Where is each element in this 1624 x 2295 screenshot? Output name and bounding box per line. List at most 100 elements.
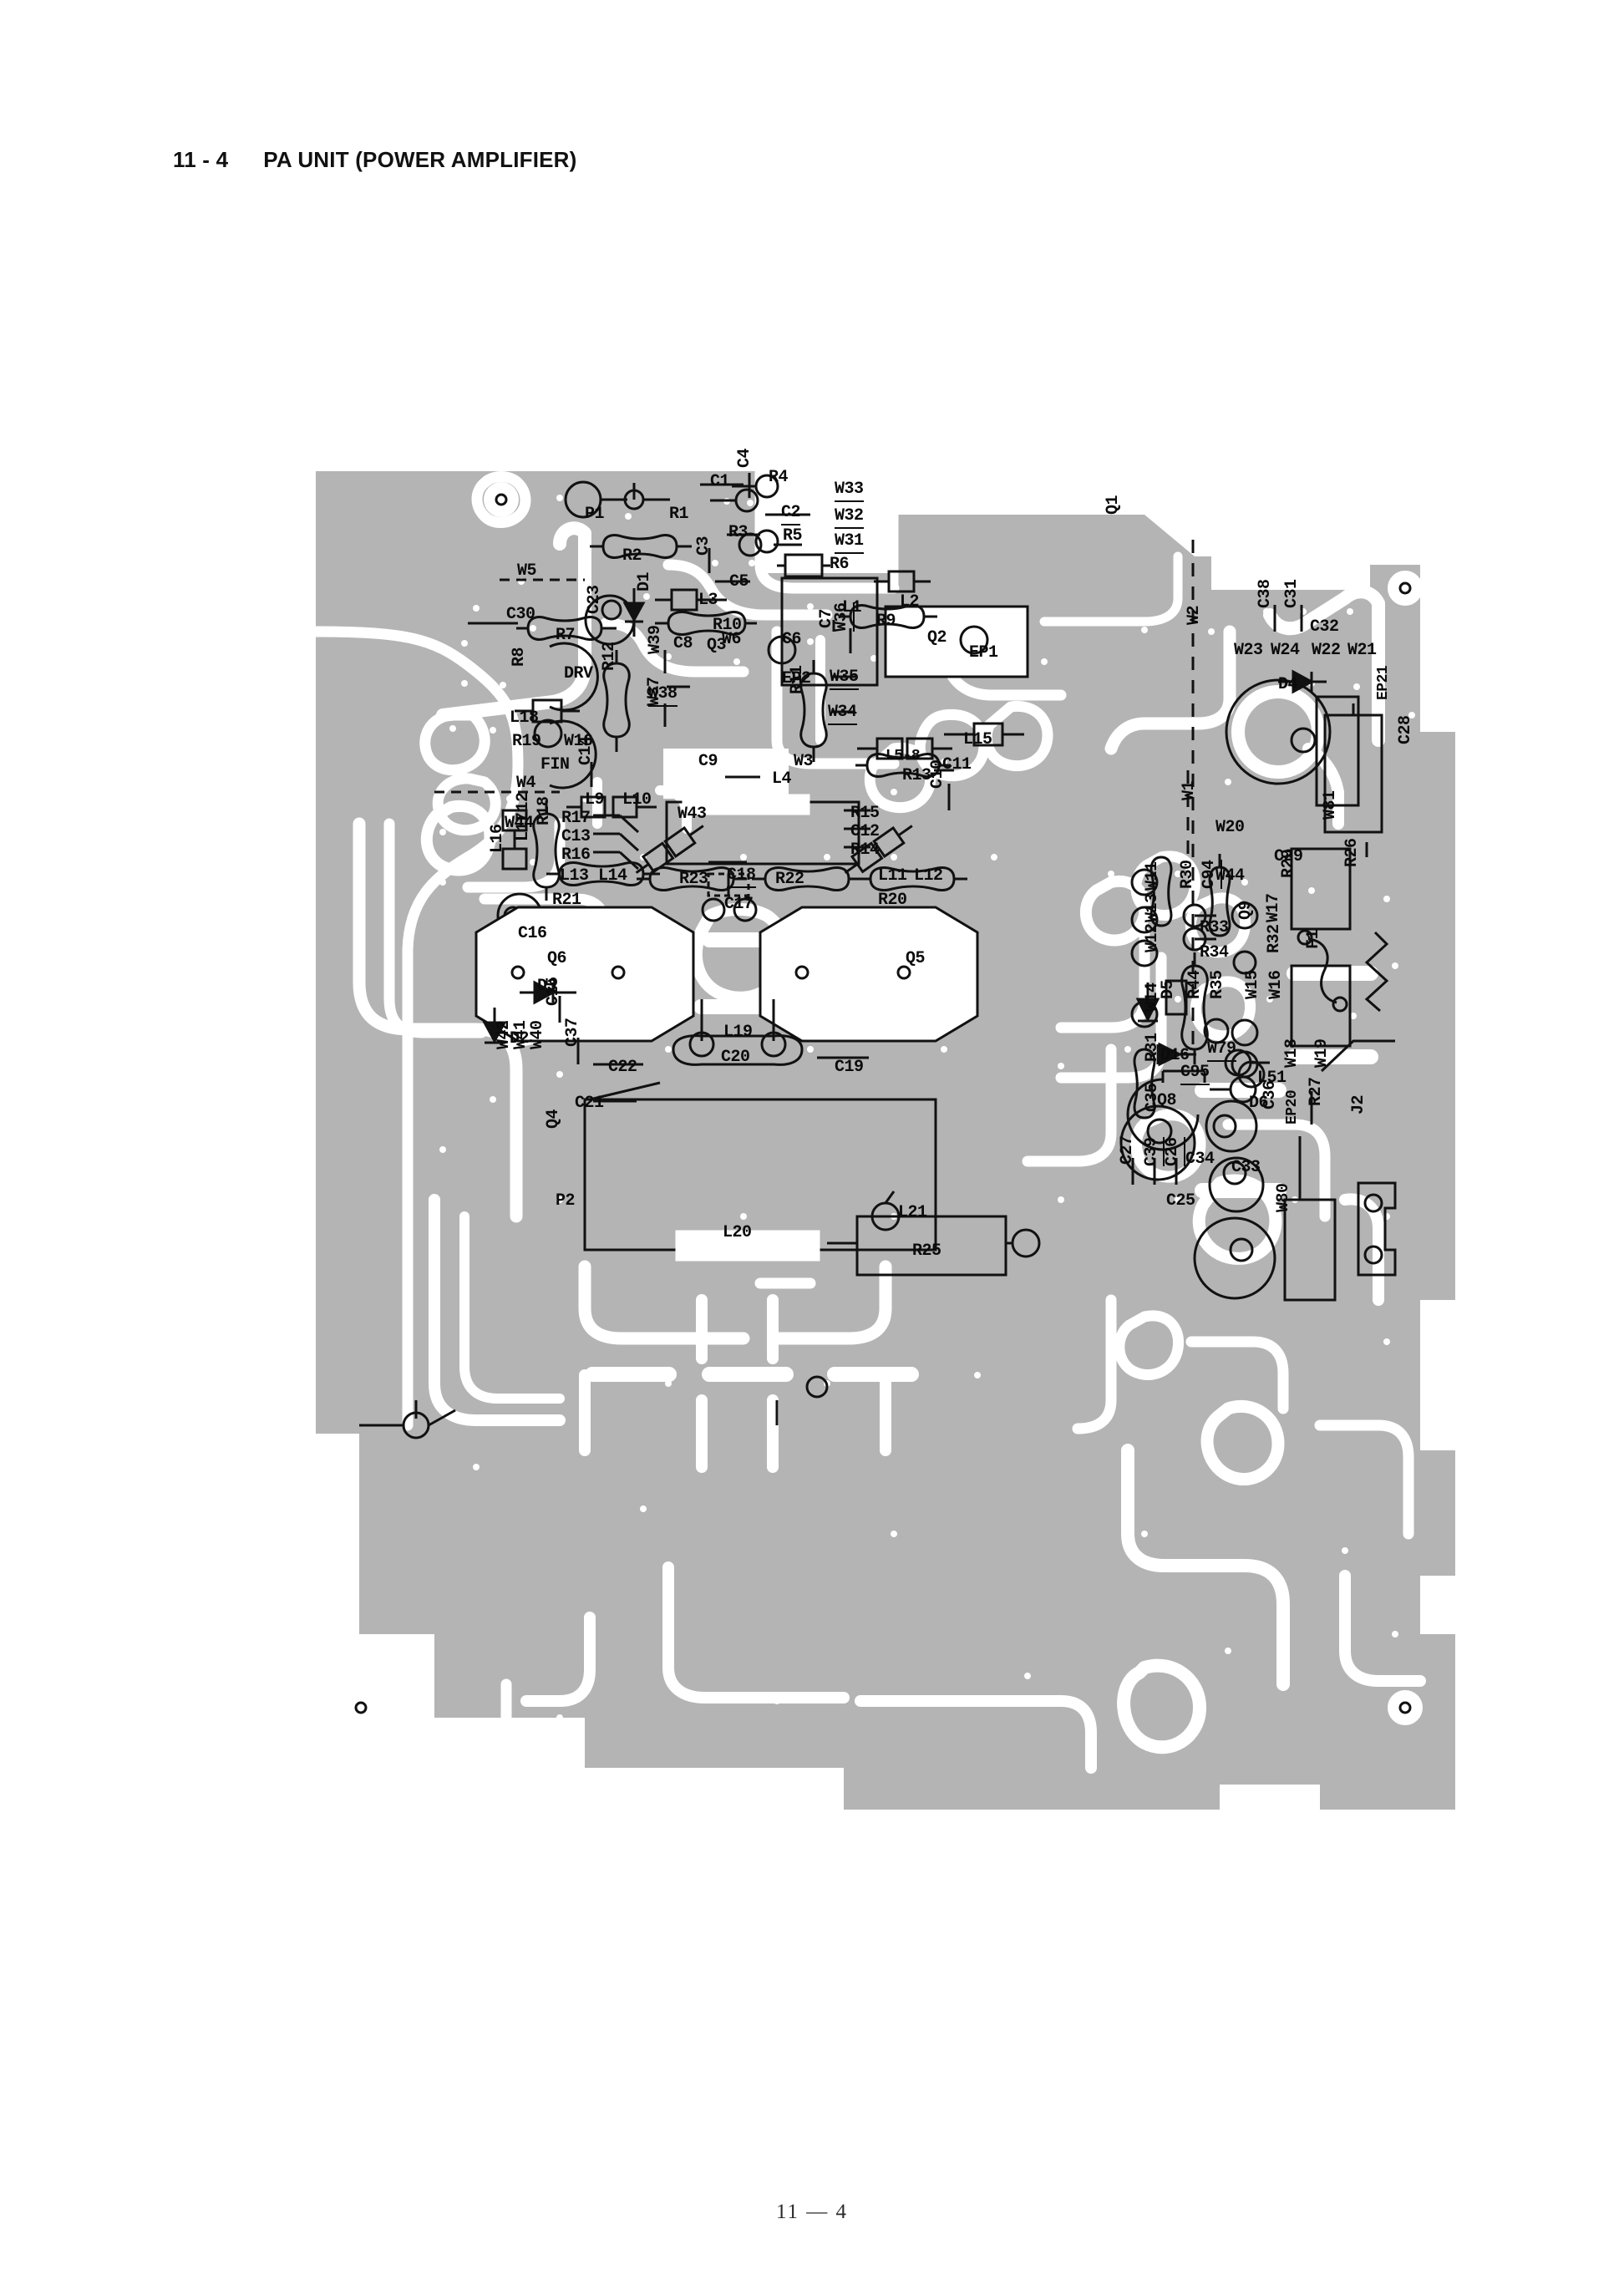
ref-designator-p1: P1 xyxy=(585,505,605,524)
ref-designator-r33: R33 xyxy=(1200,918,1229,937)
ref-designator-label: C39 xyxy=(1142,1137,1165,1166)
ref-designator-c8: C8 xyxy=(673,634,693,653)
ref-designator-r14: R14 xyxy=(850,840,880,860)
ref-designator-p2: P2 xyxy=(556,1191,576,1211)
ref-designator-r19: R19 xyxy=(512,732,541,751)
ref-designator-c39: C39 xyxy=(1142,1137,1165,1166)
ref-designator-c4: C4 xyxy=(735,448,754,468)
ref-designator-label: W35 xyxy=(830,668,859,690)
ref-designator-c94: C94 xyxy=(1200,860,1222,889)
section-title: PA UNIT (POWER AMPLIFIER) xyxy=(263,147,577,172)
ref-designator-r13: R13 xyxy=(902,766,931,785)
ref-designator-r2: R2 xyxy=(622,546,642,566)
ref-designator-q8: Q8 xyxy=(1157,1091,1177,1110)
ref-designator-l2: L2 xyxy=(900,592,920,612)
ref-designator-w44: W44 xyxy=(1215,866,1245,886)
ref-designator-ep1: EP1 xyxy=(969,643,998,663)
ref-designator-w23: W23 xyxy=(1234,641,1263,660)
ref-designator-w40: W40 xyxy=(528,1020,547,1049)
ref-designator-c13: C13 xyxy=(561,827,591,846)
ref-designator-w22: W22 xyxy=(1312,641,1341,660)
ref-designator-c10: C10 xyxy=(928,759,947,789)
ref-designator-w20: W20 xyxy=(1215,818,1245,837)
ref-designator-q1: Q1 xyxy=(1104,495,1123,515)
ref-designator-c18: C18 xyxy=(727,866,756,888)
ref-designator-w33: W33 xyxy=(835,480,864,502)
ref-designator-c22: C22 xyxy=(608,1058,637,1077)
ref-designator-l13: L13 xyxy=(560,866,589,886)
ref-designator-label: C18 xyxy=(727,866,756,888)
ref-designator-w3: W3 xyxy=(794,752,814,771)
component-outlines xyxy=(343,473,1423,1725)
ref-designator-c28: C28 xyxy=(1396,715,1415,744)
ref-designator-label: C94 xyxy=(1200,860,1222,889)
ref-designator-l20: L20 xyxy=(723,1223,752,1242)
ref-designator-ep21: EP21 xyxy=(1375,665,1392,700)
ref-designator-c5: C5 xyxy=(729,572,749,592)
ref-designator-w6: W6 xyxy=(722,630,742,649)
ref-designator-r32: R32 xyxy=(1265,924,1284,953)
section-number: 11 - 4 xyxy=(173,147,229,172)
ref-designator-l9: L9 xyxy=(585,790,605,810)
ref-designator-w42: W42 xyxy=(495,1020,514,1049)
ref-designator-c15: C15 xyxy=(544,977,563,1006)
ref-designator-w16: W16 xyxy=(1266,970,1286,999)
ref-designator-l18: L18 xyxy=(510,708,539,728)
ref-designator-w81: W81 xyxy=(1321,790,1340,820)
ref-designator-w41: W41 xyxy=(511,1020,530,1049)
ref-designator-c95: C95 xyxy=(1180,1063,1210,1085)
ref-designator-c11: C11 xyxy=(942,755,972,774)
ref-designator-j2: J2 xyxy=(1349,1094,1368,1114)
ref-designator-w34: W34 xyxy=(828,703,857,725)
ref-designator-w5: W5 xyxy=(517,561,537,581)
page-title: 11 - 4 PA UNIT (POWER AMPLIFIER) xyxy=(173,147,577,173)
ref-designator-w15: W15 xyxy=(1243,970,1262,999)
ref-designator-w11: W11 xyxy=(1143,861,1162,891)
ref-designator-label: W34 xyxy=(828,703,857,725)
ref-designator-w35: W35 xyxy=(830,668,859,690)
ref-designator-r18: R18 xyxy=(535,796,554,825)
ref-designator-r17: R17 xyxy=(561,809,591,828)
ref-designator-r44: R44 xyxy=(1185,970,1205,999)
ref-designator-r12: R12 xyxy=(600,642,619,671)
ref-designator-w19: W19 xyxy=(1312,1038,1332,1068)
ref-designator-w80: W80 xyxy=(1274,1183,1293,1212)
ref-designator-drv: DRV xyxy=(564,664,593,683)
ref-designator-w44: W44 xyxy=(505,814,534,833)
ref-designator-label: C95 xyxy=(1180,1063,1210,1085)
ref-designator-r11: R11 xyxy=(788,665,807,694)
ref-designator-d5: D5 xyxy=(1159,979,1178,999)
ref-designator-c12: C12 xyxy=(850,822,880,841)
ref-designator-c32: C32 xyxy=(1310,617,1339,637)
ref-designator-c2: C2 xyxy=(781,503,801,526)
ref-designator-c20: C20 xyxy=(721,1048,750,1067)
ref-designator-r35: R35 xyxy=(1208,970,1227,999)
ref-designator-r7: R7 xyxy=(556,626,576,645)
ref-designator-r6: R6 xyxy=(830,555,850,574)
ref-designator-fin: FIN xyxy=(540,755,570,774)
ref-designator-c17: C17 xyxy=(724,895,754,914)
ref-designator-r22: R22 xyxy=(775,870,804,889)
ref-designator-r34: R34 xyxy=(1200,943,1229,962)
ref-designator-w18: W18 xyxy=(1282,1038,1302,1068)
ref-designator-w38: W38 xyxy=(648,684,678,707)
ref-designator-l12: L12 xyxy=(914,866,943,886)
ref-designator-r29: R29 xyxy=(1279,849,1298,878)
page-footer: 11 — 4 xyxy=(775,2201,849,2223)
ref-designator-r4: R4 xyxy=(769,468,789,487)
ref-designator-w36: W36 xyxy=(832,602,855,632)
ref-designator-c34: C34 xyxy=(1185,1150,1215,1169)
ref-designator-f1: F1 xyxy=(1304,929,1323,949)
ref-designator-r10: R10 xyxy=(713,616,742,635)
ref-designator-w43: W43 xyxy=(678,805,707,824)
ref-designator-c21: C21 xyxy=(575,1094,604,1113)
ref-designator-d2: D2 xyxy=(510,1029,530,1048)
ref-designator-c9: C9 xyxy=(698,752,718,771)
ref-designator-l4: L4 xyxy=(772,769,792,789)
ref-designator-r31: R31 xyxy=(1143,1033,1162,1062)
ref-designator-r23: R23 xyxy=(679,870,708,889)
ref-designator-label: W79 xyxy=(1207,1039,1236,1062)
ref-designator-c29: C29 xyxy=(1274,847,1303,866)
ref-designator-w39: W39 xyxy=(646,625,665,654)
ref-designator-w79: W79 xyxy=(1207,1039,1236,1062)
